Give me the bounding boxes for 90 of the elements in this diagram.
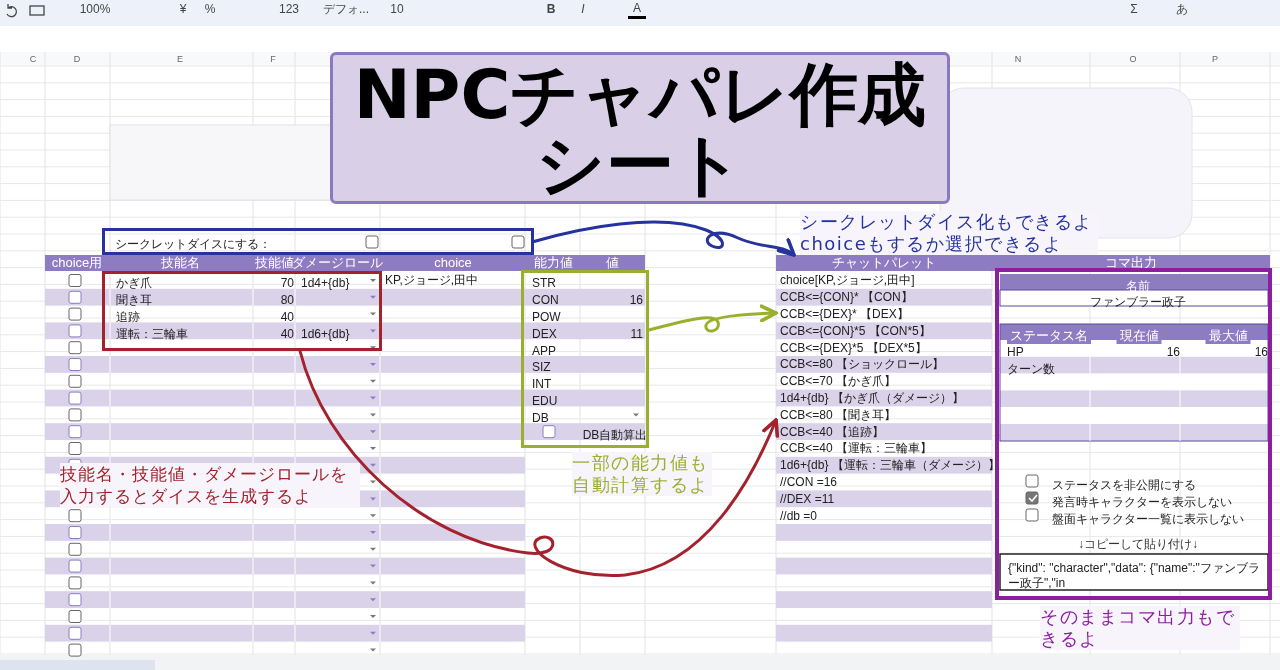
palette-command: 1d6+{db} 【運転：三輪車（ダメージ）】 [780,457,1000,474]
font-size: 10 [390,1,404,17]
column-letter: N [1014,53,1022,66]
palette-command: //db =0 [780,507,818,524]
palette-command: CCB<=40 【運転：三輪車】 [780,440,933,457]
skill-value: 70 [280,275,294,292]
output-frame [995,268,1272,600]
damage-roll: 1d6+{db} [301,325,350,342]
column-header: 能力値 [533,255,573,271]
palette-command: CCB<=80 【ショックロール】 [780,356,945,373]
skill-name: かぎ爪 [116,275,152,292]
column-header: 技能値 [254,255,294,271]
field-label: シークレットダイスにする： [115,236,271,252]
option-text: ステータスを非公開にする [1052,477,1196,493]
stat-name: DB [532,409,549,426]
number-format: 123 [279,1,299,17]
column-letter: C [29,53,37,66]
column-letter: P [1212,53,1218,66]
palette-command: CCB<=40 【追跡】 [780,423,885,440]
skill-value: 40 [280,325,294,342]
option-text: 発言時キャラクターを表示しない [1052,494,1232,510]
skill-name: 追跡 [116,309,140,325]
column-header: choice用 [51,255,103,271]
text-color-symbol: A [633,0,641,16]
palette-command: CCB<={CON}*5 【CON*5】 [780,322,931,339]
font-name: デフォ... [323,1,369,17]
status-value: 16 [1166,344,1180,360]
stat-name: STR [532,275,556,292]
palette-command: CCB<=70 【かぎ爪】 [780,373,897,390]
skill-value: 80 [280,292,294,309]
palette-command: CCB<={DEX}* 【DEX】 [780,306,909,322]
sum-symbol: Σ [1130,1,1138,17]
column-letter: D [73,53,81,66]
note-text: そのままコマ出力もできるよ [1040,606,1240,650]
status-value: 16 [1254,344,1268,360]
palette-command: choice[KP,ジョージ,田中] [780,272,915,289]
option-text: 盤面キャラクター一覧に表示しない [1052,511,1244,527]
curly-arrow [532,220,796,257]
note-text: シークレットダイス化もできるよchoiceもするか選択できるよ [800,211,1098,255]
column-letter: F [270,53,276,66]
column-header: ステータス名 [1007,328,1091,344]
skill-frame [102,271,382,351]
stat-name: EDU [532,393,558,409]
percent-symbol: % [204,1,216,17]
palette-command: 1d4+{db} 【かぎ爪（ダメージ）】 [780,390,964,406]
status-name: ターン数 [1007,361,1055,377]
stat-name: SIZ [532,359,551,376]
column-header: 技能名 [160,255,200,271]
palette-command: CCB<=80 【聞き耳】 [780,406,897,423]
column-header: コマ出力 [1105,255,1157,271]
palette-command: //DEX =11 [780,490,835,507]
zoom-level: 100% [79,1,111,17]
column-letter: E [177,53,183,66]
italic-symbol: I [581,1,585,17]
skill-value: 40 [280,309,294,325]
stat-value: 11 [630,325,643,342]
damage-roll: 1d4+{db} [301,275,350,292]
json-text: {"kind": "character","data": {"name":"ファンブラー政子","in [1008,561,1261,591]
bold-symbol: B [546,1,556,17]
ability-frame [521,270,649,448]
stat-name: CON [532,292,559,309]
stat-name: DEX [532,325,557,342]
input-tool-symbol: あ [1176,1,1188,17]
column-header: choice [434,255,472,271]
auto-calc-label: DB自動算出 [582,426,648,443]
column-letter: O [1129,53,1137,66]
currency-symbol: ¥ [179,1,187,17]
instruction-text: ↓コピーして貼り付け↓ [1078,536,1198,552]
stat-name: POW [532,309,561,325]
skill-name: 運転：三輪車 [116,325,188,342]
palette-command: //CON =16 [780,474,838,490]
stat-name: APP [532,342,556,359]
status-name: HP [1007,344,1024,360]
stat-value: 16 [629,292,643,309]
palette-command: CCB<={CON}* 【CON】 [780,289,913,306]
choice-list: KP,ジョージ,田中 [385,272,479,289]
curly-arrow [298,349,779,577]
option-frame [102,228,534,255]
column-header: 最大値 [1205,328,1251,344]
curly-arrow [647,304,778,333]
skill-name: 聞き耳 [116,292,152,309]
note-text: 技能名・技能値・ダメージロールを入力するとダイスを生成するよ [60,463,360,507]
column-header: チャットパレット [832,255,936,271]
palette-command: CCB<={DEX}*5 【DEX*5】 [780,339,927,356]
title-banner: NPCチャパレ作成シート [330,52,950,204]
character-name: ファンブラー政子 [1090,294,1186,310]
stat-name: INT [532,376,552,393]
field-label: 名前 [1126,278,1150,294]
column-header: 現在値 [1116,328,1162,344]
note-text: 一部の能力値も自動計算するよ [572,452,712,496]
